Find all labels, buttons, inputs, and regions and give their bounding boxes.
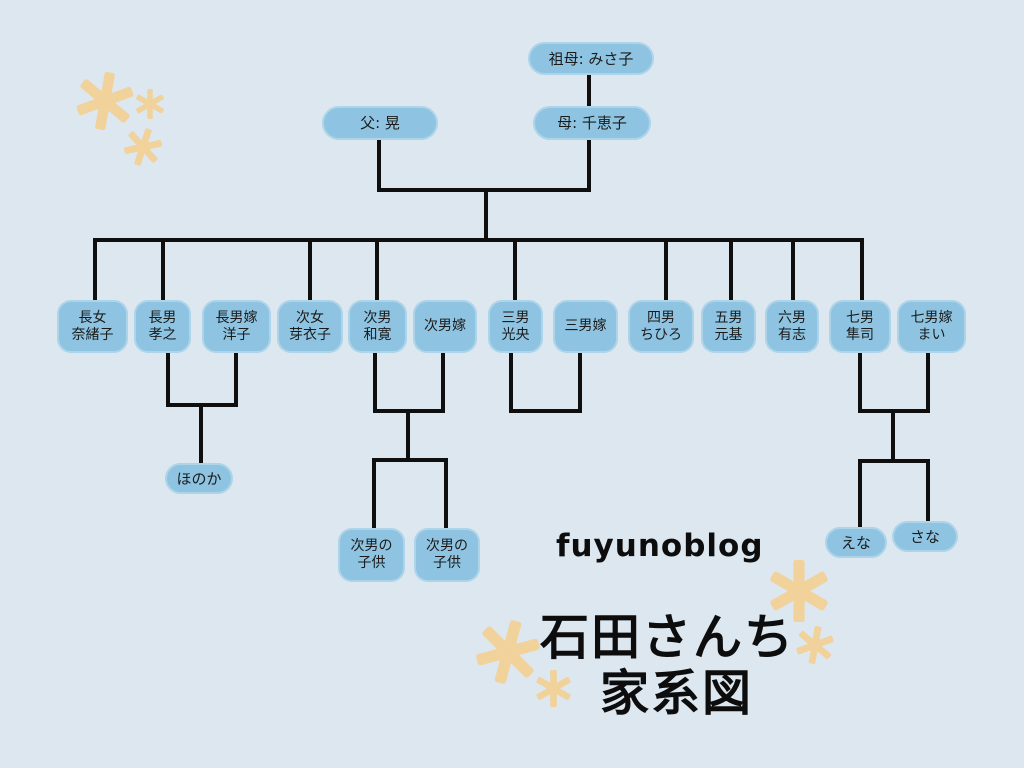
sparkle-icon (535, 670, 572, 707)
node-second-sons-child-2: 次男の 子供 (414, 528, 480, 582)
node-honoka: ほのか (165, 463, 233, 494)
node-ena: えな (825, 527, 887, 558)
node-third-sons-wife: 三男嫁 (553, 300, 618, 353)
node-third-son: 三男 光央 (488, 300, 543, 353)
node-grandmother: 祖母: みさ子 (528, 42, 654, 75)
node-eldest-sons-wife: 長男嫁 洋子 (202, 300, 271, 353)
node-eldest-daughter: 長女 奈緒子 (57, 300, 128, 353)
node-sana: さな (892, 521, 958, 552)
node-mother: 母: 千恵子 (533, 106, 651, 140)
page-title-line2: 家系図 (600, 665, 754, 722)
node-seventh-son: 七男 隼司 (829, 300, 891, 353)
node-sixth-son: 六男 有志 (765, 300, 819, 353)
node-eldest-son: 長男 孝之 (134, 300, 191, 353)
blog-watermark: fuyunoblog (556, 528, 764, 564)
page-title-line1: 石田さんち (540, 609, 796, 666)
node-father: 父: 晃 (322, 106, 438, 140)
sparkle-icon (135, 89, 165, 119)
node-second-daughter: 次女 芽衣子 (277, 300, 343, 353)
sparkle-icon (793, 623, 837, 667)
sparkle-icon (72, 67, 138, 135)
node-fifth-son: 五男 元基 (701, 300, 756, 353)
node-second-son: 次男 和寛 (348, 300, 407, 353)
node-second-sons-child-1: 次男の 子供 (338, 528, 405, 582)
node-second-sons-wife: 次男嫁 (413, 300, 477, 353)
node-fourth-son: 四男 ちひろ (628, 300, 694, 353)
node-seventh-sons-wife: 七男嫁 まい (897, 300, 966, 353)
